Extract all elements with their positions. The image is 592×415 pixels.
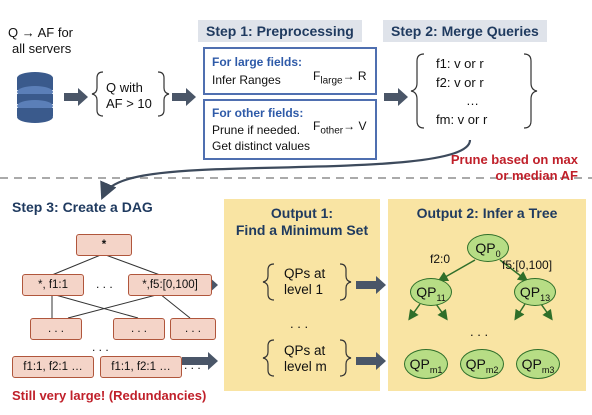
filter-label-line1: Q with xyxy=(106,80,143,95)
source-label-line2: all servers xyxy=(12,41,72,56)
tree-bottom-sub-1: m1 xyxy=(429,364,443,375)
tree-bottom-label-3: QP xyxy=(521,356,542,372)
filter-label: Q with AF > 10 xyxy=(106,80,152,112)
merged-fields: f1: v or r f2: v or r … fm: v or r xyxy=(436,55,487,129)
dag-edges xyxy=(51,253,191,319)
large-fields-box: For large fields: Infer Ranges Flarge→ R xyxy=(203,47,377,95)
tree-bottom-node-1: QPm1 xyxy=(404,349,448,379)
source-label-line1: Q → AF for xyxy=(8,25,74,40)
merged-field-dots: … xyxy=(466,93,479,108)
dag-node-f1: *, f1:1 xyxy=(22,274,84,296)
filter-label-line2: AF > 10 xyxy=(106,96,152,111)
other-formula-f: F xyxy=(313,119,321,133)
output1-group2: QPs at level m xyxy=(284,343,327,375)
tree-mid-sub-1: 11 xyxy=(436,292,446,303)
other-formula: Fother→ V xyxy=(313,119,366,136)
dag-leaf-dots: . . . xyxy=(184,358,201,372)
dag-level1-dots: . . . xyxy=(96,277,113,291)
tree-edge-right-label: f5:[0,100] xyxy=(502,258,553,272)
tree-bottom-label-1: QP xyxy=(409,356,430,372)
tree-bottom-node-2: QPm2 xyxy=(460,349,504,379)
dag-node-f5: *,f5:[0,100] xyxy=(128,274,212,296)
dag-level2-node-3: . . . xyxy=(170,318,216,340)
merged-field-2: f2: v or r xyxy=(436,74,484,90)
source-label: Q → AF for all servers xyxy=(8,25,73,57)
step1-title: Step 1: Preprocessing xyxy=(198,20,362,42)
tree-edge-left-label: f2:0 xyxy=(430,252,451,266)
tree-bottom-sub-2: m2 xyxy=(485,364,499,375)
large-formula-sub: large xyxy=(320,75,343,87)
output1-title-line1: Output 1: xyxy=(270,205,334,221)
tree-bottom-sub-3: m3 xyxy=(541,364,555,375)
step2-title: Step 2: Merge Queries xyxy=(383,20,547,42)
dag-level2-node-2: . . . xyxy=(113,318,165,340)
tree-mid-node-1: QP11 xyxy=(410,278,452,306)
dag-level2-dots: . . . xyxy=(92,340,109,354)
large-formula: Flarge→ R xyxy=(313,69,367,86)
prune-note-line2: or median AF xyxy=(495,168,578,183)
tree-mid-label-1: QP xyxy=(416,284,437,300)
other-formula-arrow: → V xyxy=(343,119,367,133)
output1-group2-line2: level m xyxy=(284,359,327,374)
tree-bottom-node-3: QPm3 xyxy=(516,349,560,379)
tree-edges xyxy=(408,259,553,321)
curved-arrow xyxy=(100,139,472,201)
output1-group2-line1: QPs at xyxy=(284,343,326,358)
output1-panel xyxy=(224,199,380,391)
database-icon xyxy=(17,72,53,123)
output1-dots: . . . xyxy=(290,316,309,331)
dag-note: Still very large! (Redundancies) xyxy=(12,388,207,403)
other-fields-text1: Prune if needed. xyxy=(212,123,301,137)
dag-root: * xyxy=(76,234,132,256)
merged-field-1: f1: v or r xyxy=(436,56,484,71)
other-formula-sub: other xyxy=(320,125,344,137)
merged-field-m: fm: v or r xyxy=(436,111,488,127)
output1-group1: QPs at level 1 xyxy=(284,266,325,298)
output1-group1-line1: QPs at xyxy=(284,266,326,281)
output1-title-line2: Find a Minimum Set xyxy=(235,222,369,238)
output2-title: Output 2: Infer a Tree xyxy=(416,205,558,221)
large-fields-heading: For large fields: xyxy=(212,55,303,69)
tree-root-node: QP0 xyxy=(467,234,509,262)
step3-title: Step 3: Create a DAG xyxy=(12,199,153,215)
tree-root-label: QP xyxy=(475,240,496,256)
tree-mid-label-2: QP xyxy=(519,284,541,300)
other-fields-text2: Get distinct values xyxy=(212,139,311,153)
tree-root-sub: 0 xyxy=(495,248,501,259)
output1-group1-line2: level 1 xyxy=(284,282,324,297)
dag-level2-node-1: . . . xyxy=(30,318,82,340)
dag-leaf-1: f1:1, f2:1 … xyxy=(12,356,94,378)
tree-mid-sub-2: 13 xyxy=(540,292,551,303)
tree-mid-node-2: QP13 xyxy=(514,278,556,306)
prune-note-line1: Prune based on max xyxy=(450,152,578,167)
large-formula-f: F xyxy=(313,69,321,83)
large-formula-arrow: → R xyxy=(342,69,367,83)
dag-leaf-2: f1:1, f2:1 … xyxy=(100,356,182,378)
output1-title: Output 1: Find a Minimum Set xyxy=(224,205,380,239)
large-fields-text: Infer Ranges xyxy=(212,73,281,87)
other-fields-box: For other fields: Prune if needed. Get d… xyxy=(203,99,377,160)
tree-dots: . . . xyxy=(470,324,489,339)
other-fields-heading: For other fields: xyxy=(212,106,304,120)
prune-note: Prune based on max or median AF xyxy=(451,152,578,184)
tree-bottom-label-2: QP xyxy=(465,356,486,372)
